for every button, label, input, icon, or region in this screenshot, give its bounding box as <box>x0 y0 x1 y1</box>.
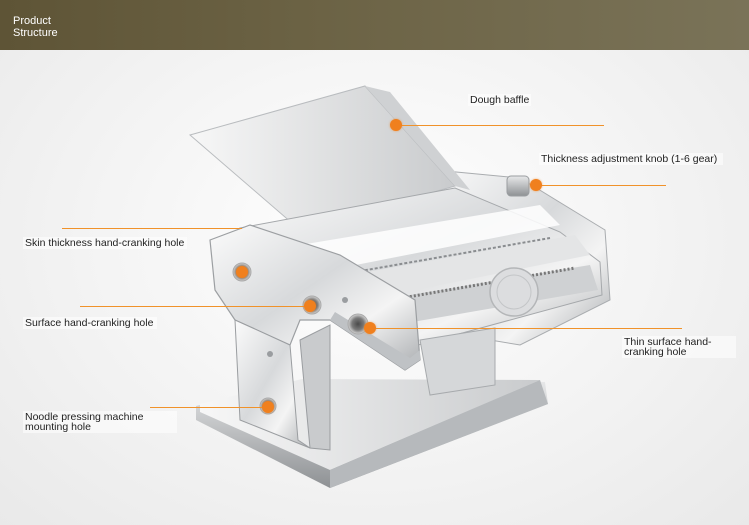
thickness-knob-marker <box>530 179 542 191</box>
surface-hole-label: Surface hand-cranking hole <box>23 317 157 329</box>
page-title: Product Structure <box>13 15 93 39</box>
skin-hole-label: Skin thickness hand-cranking hole <box>23 237 187 249</box>
thickness-knob-leader <box>536 185 666 186</box>
thickness-knob <box>506 175 530 197</box>
surface-hole-leader <box>80 306 310 307</box>
skin-hole-marker <box>236 266 248 278</box>
header-bar: Product Structure <box>0 0 749 50</box>
dough-baffle <box>188 85 470 231</box>
skin-hole-leader <box>62 228 242 229</box>
dough-baffle-marker <box>390 119 402 131</box>
thin-surface-hole-marker <box>364 322 376 334</box>
surface-hole-marker <box>304 300 316 312</box>
title-line-1: Product <box>13 15 51 27</box>
title-line-2: Structure <box>13 27 58 39</box>
mount-hole-label: Noodle pressing machine mounting hole <box>23 411 177 433</box>
thin-surface-hole-leader <box>370 328 682 329</box>
dough-baffle-leader <box>396 125 604 126</box>
mount-hole-marker <box>262 401 274 413</box>
mount-hole-leader <box>150 407 268 408</box>
dough-baffle-label: Dough baffle <box>468 94 532 106</box>
clamp-legs <box>234 319 496 451</box>
thin-surface-hole-label: Thin surface hand-cranking hole <box>622 336 736 358</box>
thickness-knob-label: Thickness adjustment knob (1-6 gear) <box>539 153 723 165</box>
